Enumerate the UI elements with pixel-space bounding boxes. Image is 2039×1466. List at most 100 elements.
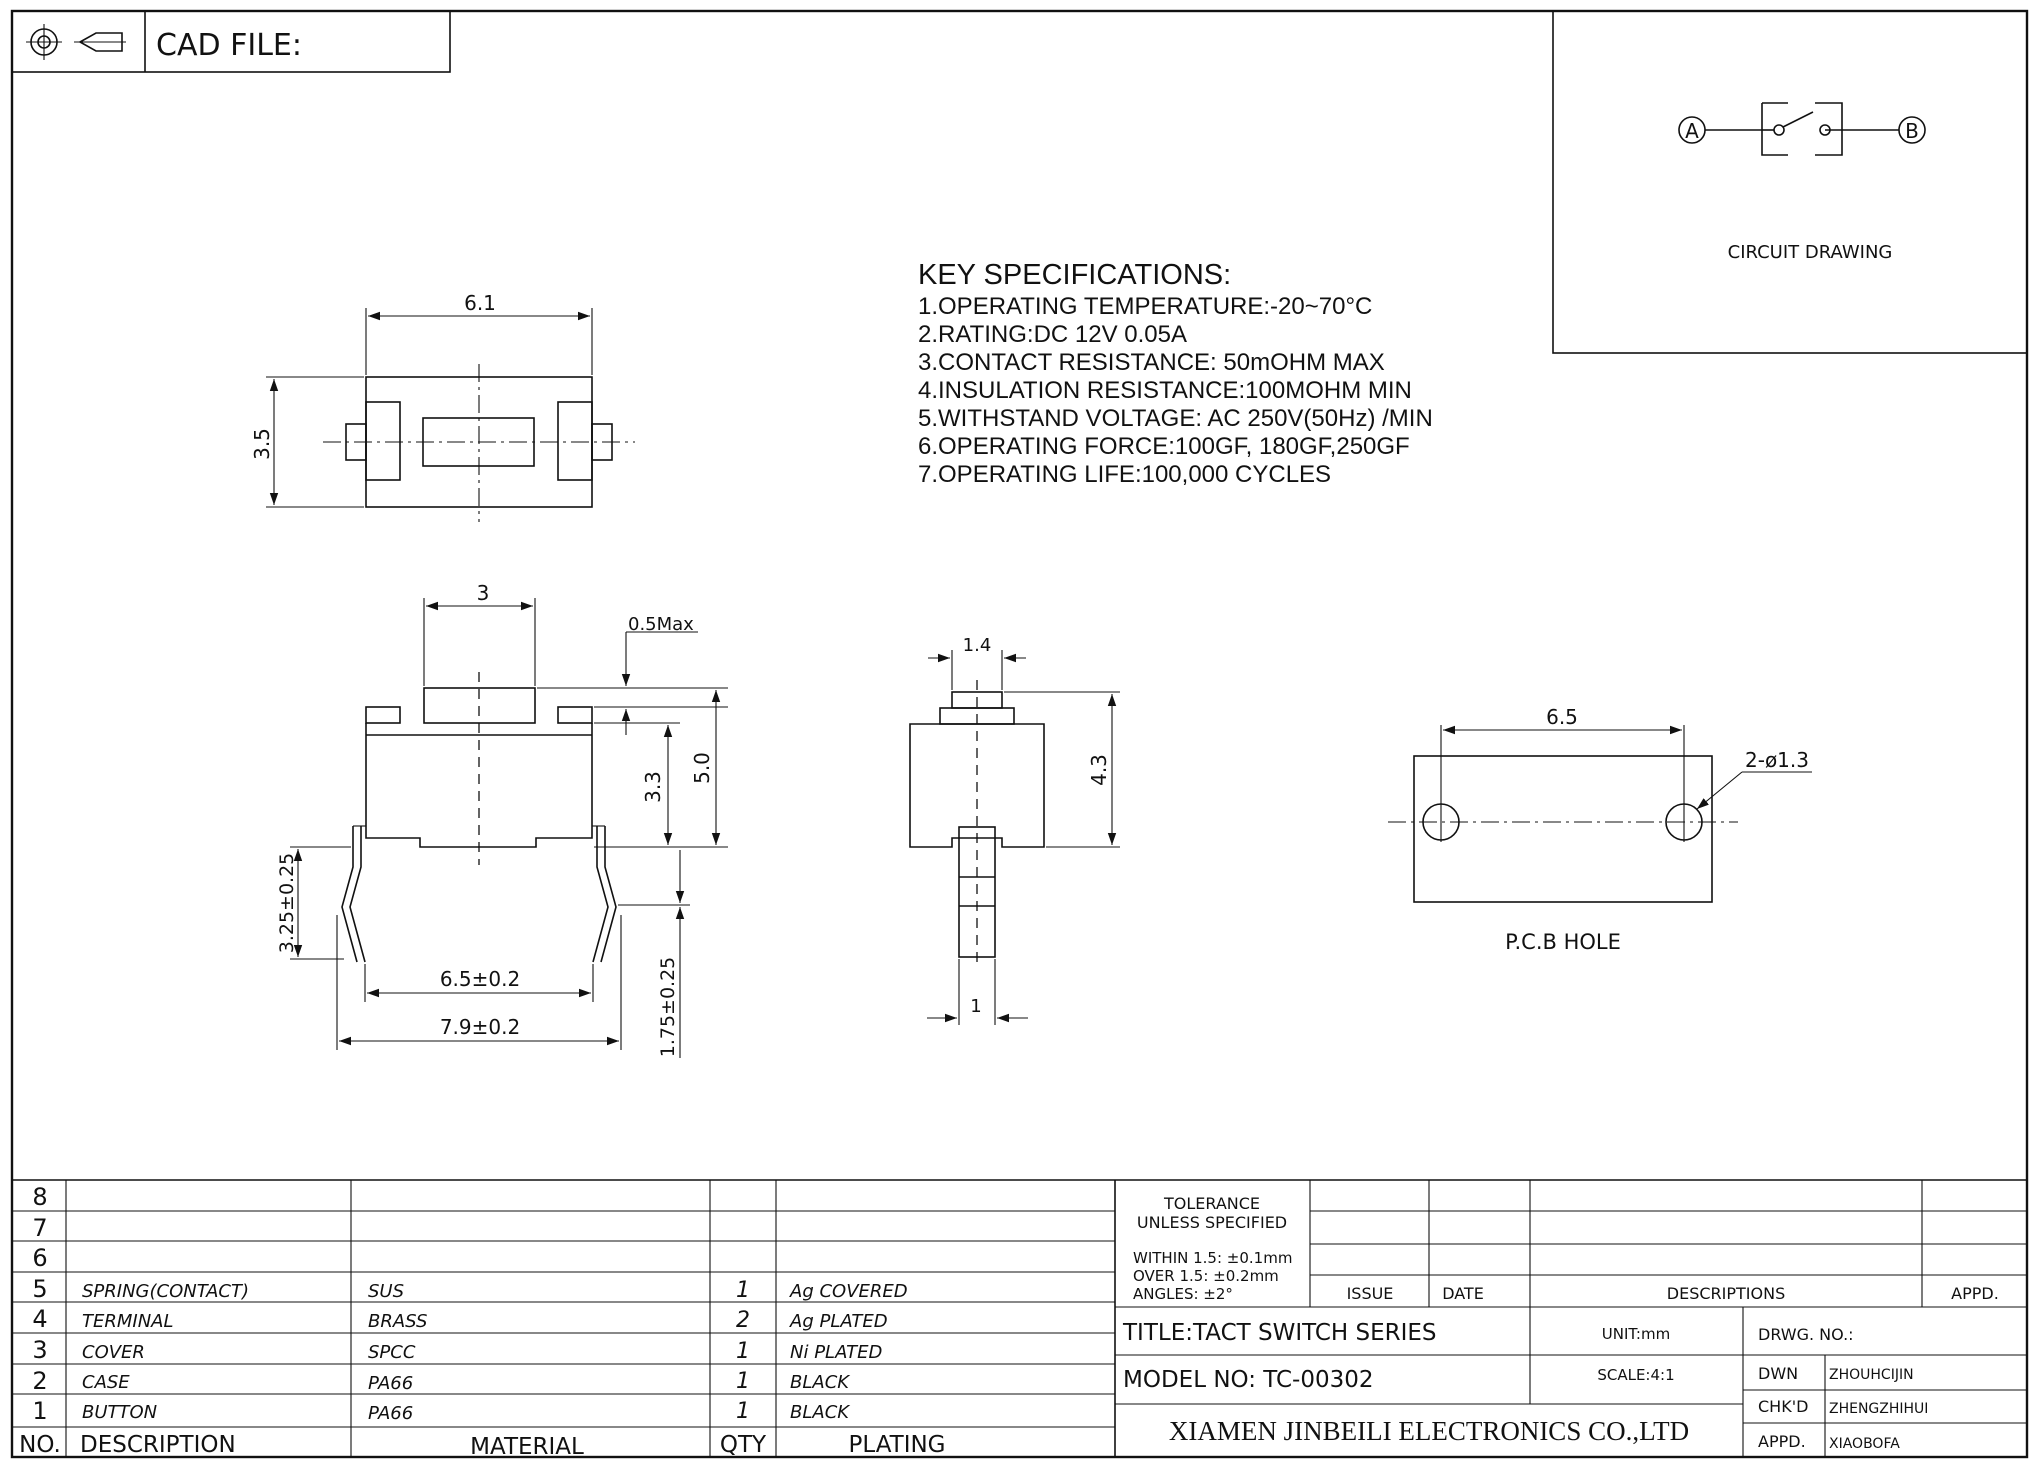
dwn-label: DWN bbox=[1758, 1364, 1798, 1383]
bom-desc: TERMINAL bbox=[82, 1311, 174, 1332]
dim-side-height: 4.3 bbox=[1087, 754, 1111, 786]
tolerance-within: WITHIN 1.5: ±0.1mm bbox=[1133, 1249, 1292, 1267]
first-angle-projection-icon bbox=[26, 24, 126, 60]
tolerance-subtitle: UNLESS SPECIFIED bbox=[1137, 1213, 1287, 1232]
bom-no: 2 bbox=[32, 1367, 47, 1395]
chkd-label: CHK'D bbox=[1758, 1397, 1808, 1416]
dim-side-pin: 1 bbox=[970, 996, 981, 1017]
bom-plating: Ni PLATED bbox=[790, 1342, 882, 1363]
dim-button-width: 3 bbox=[477, 581, 490, 605]
bom-no: 7 bbox=[32, 1214, 47, 1242]
bom-table: 8 7 6 5 4 3 2 1 SPRING(CONTACT) TERMINAL… bbox=[12, 1179, 2027, 1460]
left-terminal bbox=[341, 826, 358, 963]
bom-no: 3 bbox=[32, 1336, 47, 1364]
dwn-name: ZHOUHCIJIN bbox=[1829, 1367, 1914, 1383]
dim-pin-length: 1.75±0.25 bbox=[657, 957, 679, 1058]
unit: UNIT:mm bbox=[1602, 1325, 1670, 1343]
model-number: MODEL NO: TC-00302 bbox=[1123, 1367, 1374, 1393]
bom-desc: COVER bbox=[82, 1342, 145, 1363]
drwg-no: DRWG. NO.: bbox=[1758, 1325, 1854, 1344]
side-body bbox=[909, 723, 1045, 848]
bom-header-material: MATERIAL bbox=[470, 1434, 584, 1460]
dim-pin-span: 7.9±0.2 bbox=[440, 1015, 520, 1039]
bom-header-desc: DESCRIPTION bbox=[80, 1432, 236, 1458]
bom-plating: BLACK bbox=[790, 1402, 850, 1423]
dim-total-height: 5.0 bbox=[690, 752, 714, 784]
bom-plating: Ag COVERED bbox=[789, 1281, 908, 1302]
bom-qty: 1 bbox=[736, 1369, 750, 1394]
bom-no: 8 bbox=[32, 1183, 47, 1211]
bom-header-plating: PLATING bbox=[848, 1432, 945, 1458]
bom-desc: CASE bbox=[82, 1372, 130, 1393]
bom-material: SPCC bbox=[368, 1342, 416, 1363]
spec-item: 2.RATING:DC 12V 0.05A bbox=[918, 321, 1187, 348]
bom-no: 4 bbox=[32, 1305, 47, 1333]
bom-no: 1 bbox=[32, 1397, 47, 1425]
tolerance-over: OVER 1.5: ±0.2mm bbox=[1133, 1267, 1279, 1285]
dim-top-width: 6.1 bbox=[464, 291, 496, 315]
pcb-outline bbox=[1413, 755, 1713, 903]
appd-name: XIAOBOFA bbox=[1829, 1436, 1900, 1452]
dim-pin-height: 3.25±0.25 bbox=[276, 853, 298, 954]
node-b-label: B bbox=[1905, 119, 1919, 143]
bom-qty: 2 bbox=[736, 1308, 750, 1333]
bom-material: BRASS bbox=[368, 1311, 427, 1332]
dim-pcb-hole: 2-ø1.3 bbox=[1745, 748, 1809, 772]
col-descriptions: DESCRIPTIONS bbox=[1667, 1284, 1785, 1303]
specs-title: KEY SPECIFICATIONS: bbox=[918, 259, 1231, 291]
dim-pin-pitch: 6.5±0.2 bbox=[440, 967, 520, 991]
node-a-label: A bbox=[1685, 119, 1699, 143]
bom-material: PA66 bbox=[368, 1373, 413, 1394]
cad-file-header: CAD FILE: bbox=[11, 10, 451, 73]
spec-item: 5.WITHSTAND VOLTAGE: AC 250V(50Hz) /MIN bbox=[918, 405, 1433, 432]
sheet-border bbox=[10, 9, 2029, 1459]
bom-desc: SPRING(CONTACT) bbox=[82, 1281, 249, 1302]
col-date: DATE bbox=[1442, 1284, 1484, 1303]
switch-contact-arm bbox=[1782, 111, 1814, 128]
scale: SCALE:4:1 bbox=[1597, 1366, 1674, 1384]
col-appd: APPD. bbox=[1951, 1284, 1999, 1303]
bom-material: SUS bbox=[368, 1281, 404, 1302]
drawing-title: TITLE:TACT SWITCH SERIES bbox=[1122, 1320, 1437, 1346]
title-block: TOLERANCE UNLESS SPECIFIED WITHIN 1.5: ±… bbox=[1115, 1180, 2027, 1457]
spec-item: 4.INSULATION RESISTANCE:100MOHM MIN bbox=[918, 377, 1412, 404]
side-view: 1.4 4.3 1 bbox=[909, 635, 1120, 1025]
dim-pcb-pitch: 6.5 bbox=[1546, 705, 1578, 729]
pcb-caption: P.C.B HOLE bbox=[1505, 930, 1621, 954]
right-terminal bbox=[600, 826, 617, 963]
col-issue: ISSUE bbox=[1347, 1284, 1394, 1303]
bom-header-no: NO. bbox=[19, 1432, 61, 1458]
dim-side-button: 1.4 bbox=[963, 635, 992, 656]
bom-qty: 1 bbox=[736, 1278, 750, 1303]
appd-label: APPD. bbox=[1758, 1432, 1806, 1451]
spec-item: 6.OPERATING FORCE:100GF, 180GF,250GF bbox=[918, 433, 1410, 460]
spec-item: 3.CONTACT RESISTANCE: 50mOHM MAX bbox=[918, 349, 1385, 376]
pcb-hole-view: 6.5 2-ø1.3 P.C.B HOLE bbox=[1388, 705, 1812, 954]
bom-no: 5 bbox=[32, 1275, 47, 1303]
bom-material: PA66 bbox=[368, 1403, 413, 1424]
bom-qty: 1 bbox=[736, 1339, 750, 1364]
bom-plating: Ag PLATED bbox=[789, 1311, 888, 1332]
tolerance-angles: ANGLES: ±2° bbox=[1133, 1285, 1233, 1303]
dim-top-height: 3.5 bbox=[250, 428, 274, 460]
dim-button-travel: 0.5Max bbox=[628, 614, 694, 635]
spec-item: 7.OPERATING LIFE:100,000 CYCLES bbox=[918, 461, 1331, 488]
front-view: 3 0.5Max 3.3 5.0 3.25±0.25 1.75±0.25 6.5… bbox=[276, 581, 728, 1058]
tolerance-title: TOLERANCE bbox=[1163, 1194, 1260, 1213]
bom-desc: BUTTON bbox=[82, 1402, 157, 1423]
front-body bbox=[365, 723, 593, 848]
top-view: 6.1 3.5 bbox=[250, 291, 635, 522]
bom-header-qty: QTY bbox=[720, 1432, 767, 1458]
circuit-caption: CIRCUIT DRAWING bbox=[1728, 242, 1893, 263]
bom-plating: BLACK bbox=[790, 1372, 850, 1393]
spec-item: 1.OPERATING TEMPERATURE:-20~70°C bbox=[918, 293, 1372, 320]
bom-no: 6 bbox=[32, 1244, 47, 1272]
bom-qty: 1 bbox=[736, 1399, 750, 1424]
circuit-drawing: A B CIRCUIT DRAWING bbox=[1552, 10, 2028, 354]
chkd-name: ZHENGZHIHUI bbox=[1829, 1401, 1928, 1417]
company-name: XIAMEN JINBEILI ELECTRONICS CO.,LTD bbox=[1169, 1416, 1689, 1446]
key-specifications: KEY SPECIFICATIONS: 1.OPERATING TEMPERAT… bbox=[918, 259, 1433, 488]
cad-file-label: CAD FILE: bbox=[156, 28, 302, 63]
dim-body-height: 3.3 bbox=[641, 771, 665, 803]
